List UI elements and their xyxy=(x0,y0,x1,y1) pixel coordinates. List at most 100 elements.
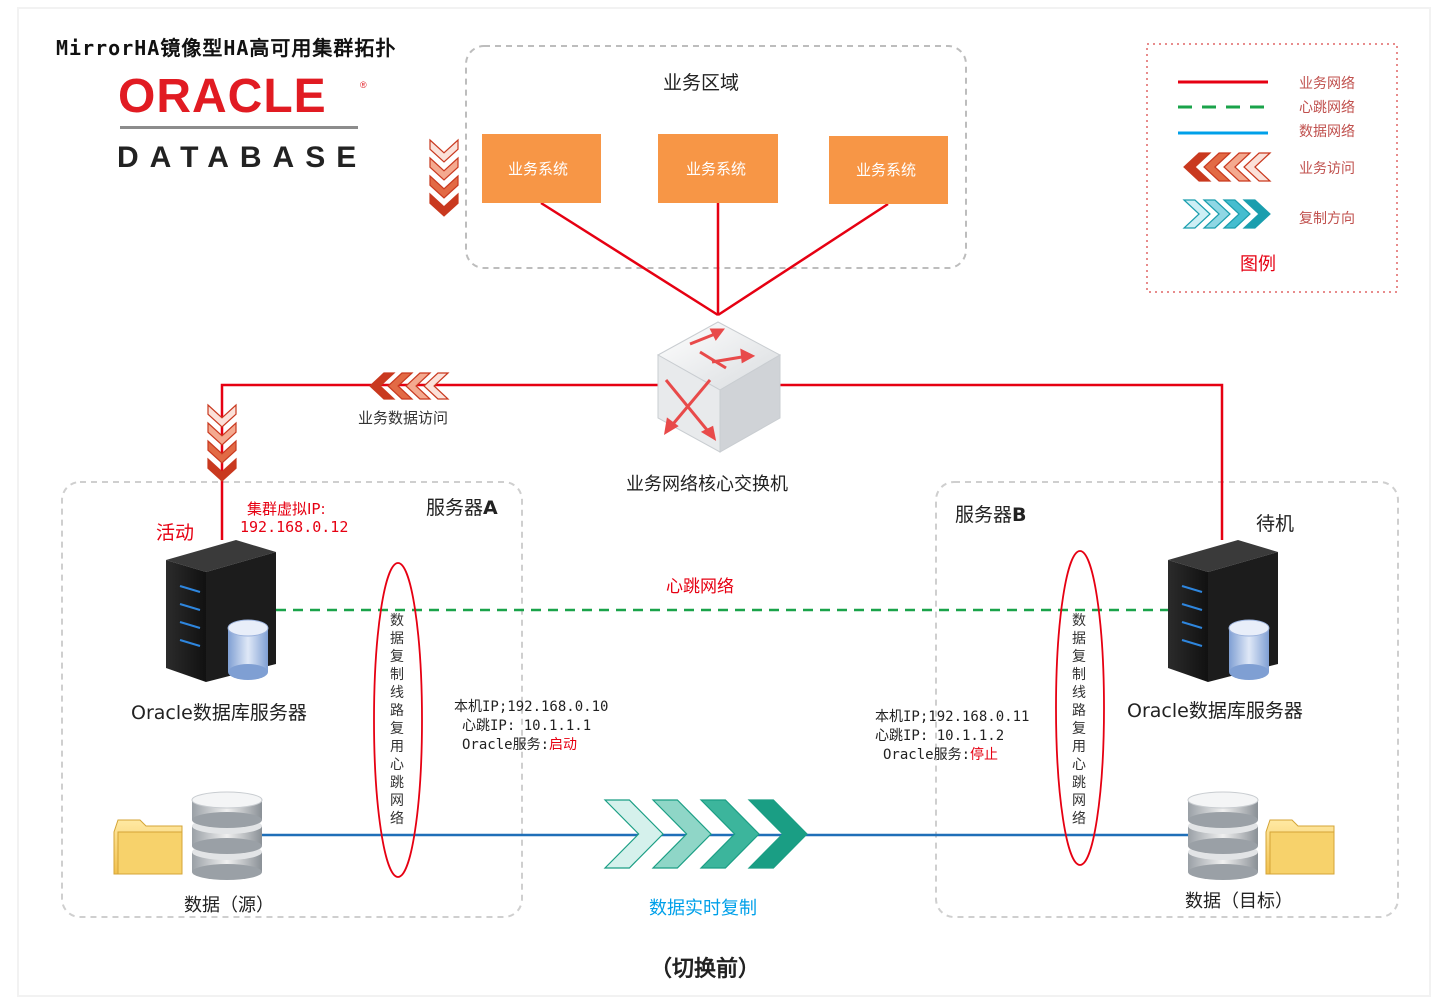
server-a-tower-icon xyxy=(166,540,276,682)
reuse-ellipse-b xyxy=(1055,550,1105,866)
business-access-arrows-left xyxy=(369,372,450,400)
legend-replication-chevron-icon xyxy=(1242,199,1271,229)
replication-chevron-icon xyxy=(651,799,712,869)
access-chevron-icon xyxy=(423,372,450,400)
access-chevron-icon xyxy=(387,372,414,400)
access-chevron-icon xyxy=(405,372,432,400)
target-folder-icon xyxy=(1265,819,1335,875)
server-a-info-service: Oracle服务:启动 xyxy=(462,734,577,754)
server-b-status: 待机 xyxy=(1256,513,1295,535)
source-folder-icon xyxy=(113,819,183,875)
legend-box xyxy=(1146,43,1398,293)
oracle-logo: ORACLE ® DATABASE xyxy=(117,70,367,174)
server-a-title-text: 服务器 xyxy=(426,497,484,519)
access-chevron-icon xyxy=(369,372,396,400)
business-access-arrows-down xyxy=(207,403,237,482)
server-a-service-state: 启动 xyxy=(549,737,578,753)
server-b-info-service: Oracle服务:停止 xyxy=(883,744,998,764)
business-system-box-2 xyxy=(658,134,778,203)
oracle-logo-brand: ORACLE xyxy=(118,70,327,123)
replication-chevron-icon xyxy=(699,799,760,869)
server-a-box xyxy=(61,481,523,918)
business-system-label-1: 业务系统 xyxy=(508,160,569,178)
replication-label: 数据实时复制 xyxy=(649,898,757,919)
business-system-box-1 xyxy=(482,134,601,203)
business-system-label-3: 业务系统 xyxy=(856,161,917,179)
legend-label-heartbeat: 心跳网络 xyxy=(1299,100,1355,116)
reuse-ellipse-a xyxy=(373,562,423,878)
legend-access-chevron-icon xyxy=(1223,152,1252,182)
oracle-logo-registered: ® xyxy=(360,80,367,90)
legend-replication-chevron-icon xyxy=(1222,199,1251,229)
server-b-label: Oracle数据库服务器 xyxy=(1127,700,1303,722)
legend-access-chevron-icon xyxy=(1183,152,1212,182)
server-a-info-ip: 本机IP;192.168.0.10 xyxy=(454,699,609,715)
business-line-to-a xyxy=(220,383,660,540)
server-b-title-suffix: B xyxy=(1012,504,1027,526)
business-network-lines xyxy=(220,201,1224,540)
diagram-title: MirrorHA镜像型HA高可用集群拓扑 xyxy=(56,36,397,60)
server-b-tower-icon xyxy=(1168,540,1278,682)
business-zone-box xyxy=(465,45,967,269)
business-zone-label: 业务区域 xyxy=(663,72,740,94)
legend-replication-arrows xyxy=(1182,199,1271,229)
server-a-reuse-label: 数据复制线路复用心跳网络 xyxy=(390,613,404,827)
legend-label-access: 业务访问 xyxy=(1299,161,1355,177)
target-disk-stack-icon xyxy=(1187,791,1259,880)
legend-access-chevron-icon xyxy=(1243,152,1272,182)
legend-label-business: 业务网络 xyxy=(1299,76,1355,92)
legend-replication-chevron-icon xyxy=(1182,199,1211,229)
server-b-service-label: Oracle服务: xyxy=(883,747,971,763)
data-target-label: 数据（目标） xyxy=(1185,891,1293,912)
business-line-to-b xyxy=(778,383,1224,540)
business-line-sys3 xyxy=(717,202,889,317)
core-switch-icon xyxy=(656,321,782,453)
replication-chevron-icon xyxy=(603,799,664,869)
replication-chevron-icon xyxy=(747,799,808,869)
business-line-sys1 xyxy=(540,201,719,317)
business-access-arrows-top xyxy=(429,138,459,217)
server-a-vip: 192.168.0.12 xyxy=(240,518,349,536)
legend-label-data: 数据网络 xyxy=(1299,124,1355,140)
access-chevron-icon xyxy=(207,457,237,482)
business-system-label-2: 业务系统 xyxy=(686,160,747,178)
heartbeat-label: 心跳网络 xyxy=(666,577,734,597)
server-a-vip-label: 集群虚拟IP: xyxy=(247,500,326,518)
access-chevron-icon xyxy=(207,403,237,428)
access-chevron-icon xyxy=(429,174,459,199)
server-a-label: Oracle数据库服务器 xyxy=(131,702,307,724)
server-a-service-label: Oracle服务: xyxy=(462,737,550,753)
legend-replication-chevron-icon xyxy=(1202,199,1231,229)
server-b-title: 服务器B xyxy=(955,500,1027,527)
business-system-box-3 xyxy=(829,136,948,204)
access-chevron-icon xyxy=(207,421,237,446)
server-a-title-suffix: A xyxy=(483,497,498,519)
access-chevron-icon xyxy=(207,439,237,464)
access-chevron-icon xyxy=(429,156,459,181)
business-access-label: 业务数据访问 xyxy=(358,409,449,427)
legend-access-arrows xyxy=(1183,152,1272,182)
legend-label-replication: 复制方向 xyxy=(1299,211,1355,227)
server-a-status: 活动 xyxy=(156,522,195,544)
server-a-title: 服务器A xyxy=(426,493,498,520)
access-chevron-icon xyxy=(429,138,459,163)
server-b-info-ip: 本机IP;192.168.0.11 xyxy=(875,709,1030,725)
oracle-logo-rule xyxy=(120,126,358,129)
server-b-box xyxy=(935,481,1399,918)
data-source-label: 数据（源） xyxy=(184,895,274,916)
server-b-info-heartbeat: 心跳IP: 10.1.1.2 xyxy=(875,728,1005,744)
server-b-title-text: 服务器 xyxy=(955,504,1013,526)
server-b-service-state: 停止 xyxy=(970,747,999,763)
legend-access-chevron-icon xyxy=(1203,152,1232,182)
server-b-database-icon xyxy=(1228,619,1270,680)
server-b-reuse-label: 数据复制线路复用心跳网络 xyxy=(1072,613,1086,827)
oracle-logo-product: DATABASE xyxy=(117,141,367,174)
server-a-info-heartbeat: 心跳IP: 10.1.1.1 xyxy=(462,718,592,734)
server-a-database-icon xyxy=(227,619,269,680)
diagram-caption: （切换前） xyxy=(650,957,761,982)
source-disk-stack-icon xyxy=(191,791,263,880)
legend-title: 图例 xyxy=(1240,254,1276,275)
replication-direction-arrows xyxy=(603,799,808,869)
access-chevron-icon xyxy=(429,192,459,217)
